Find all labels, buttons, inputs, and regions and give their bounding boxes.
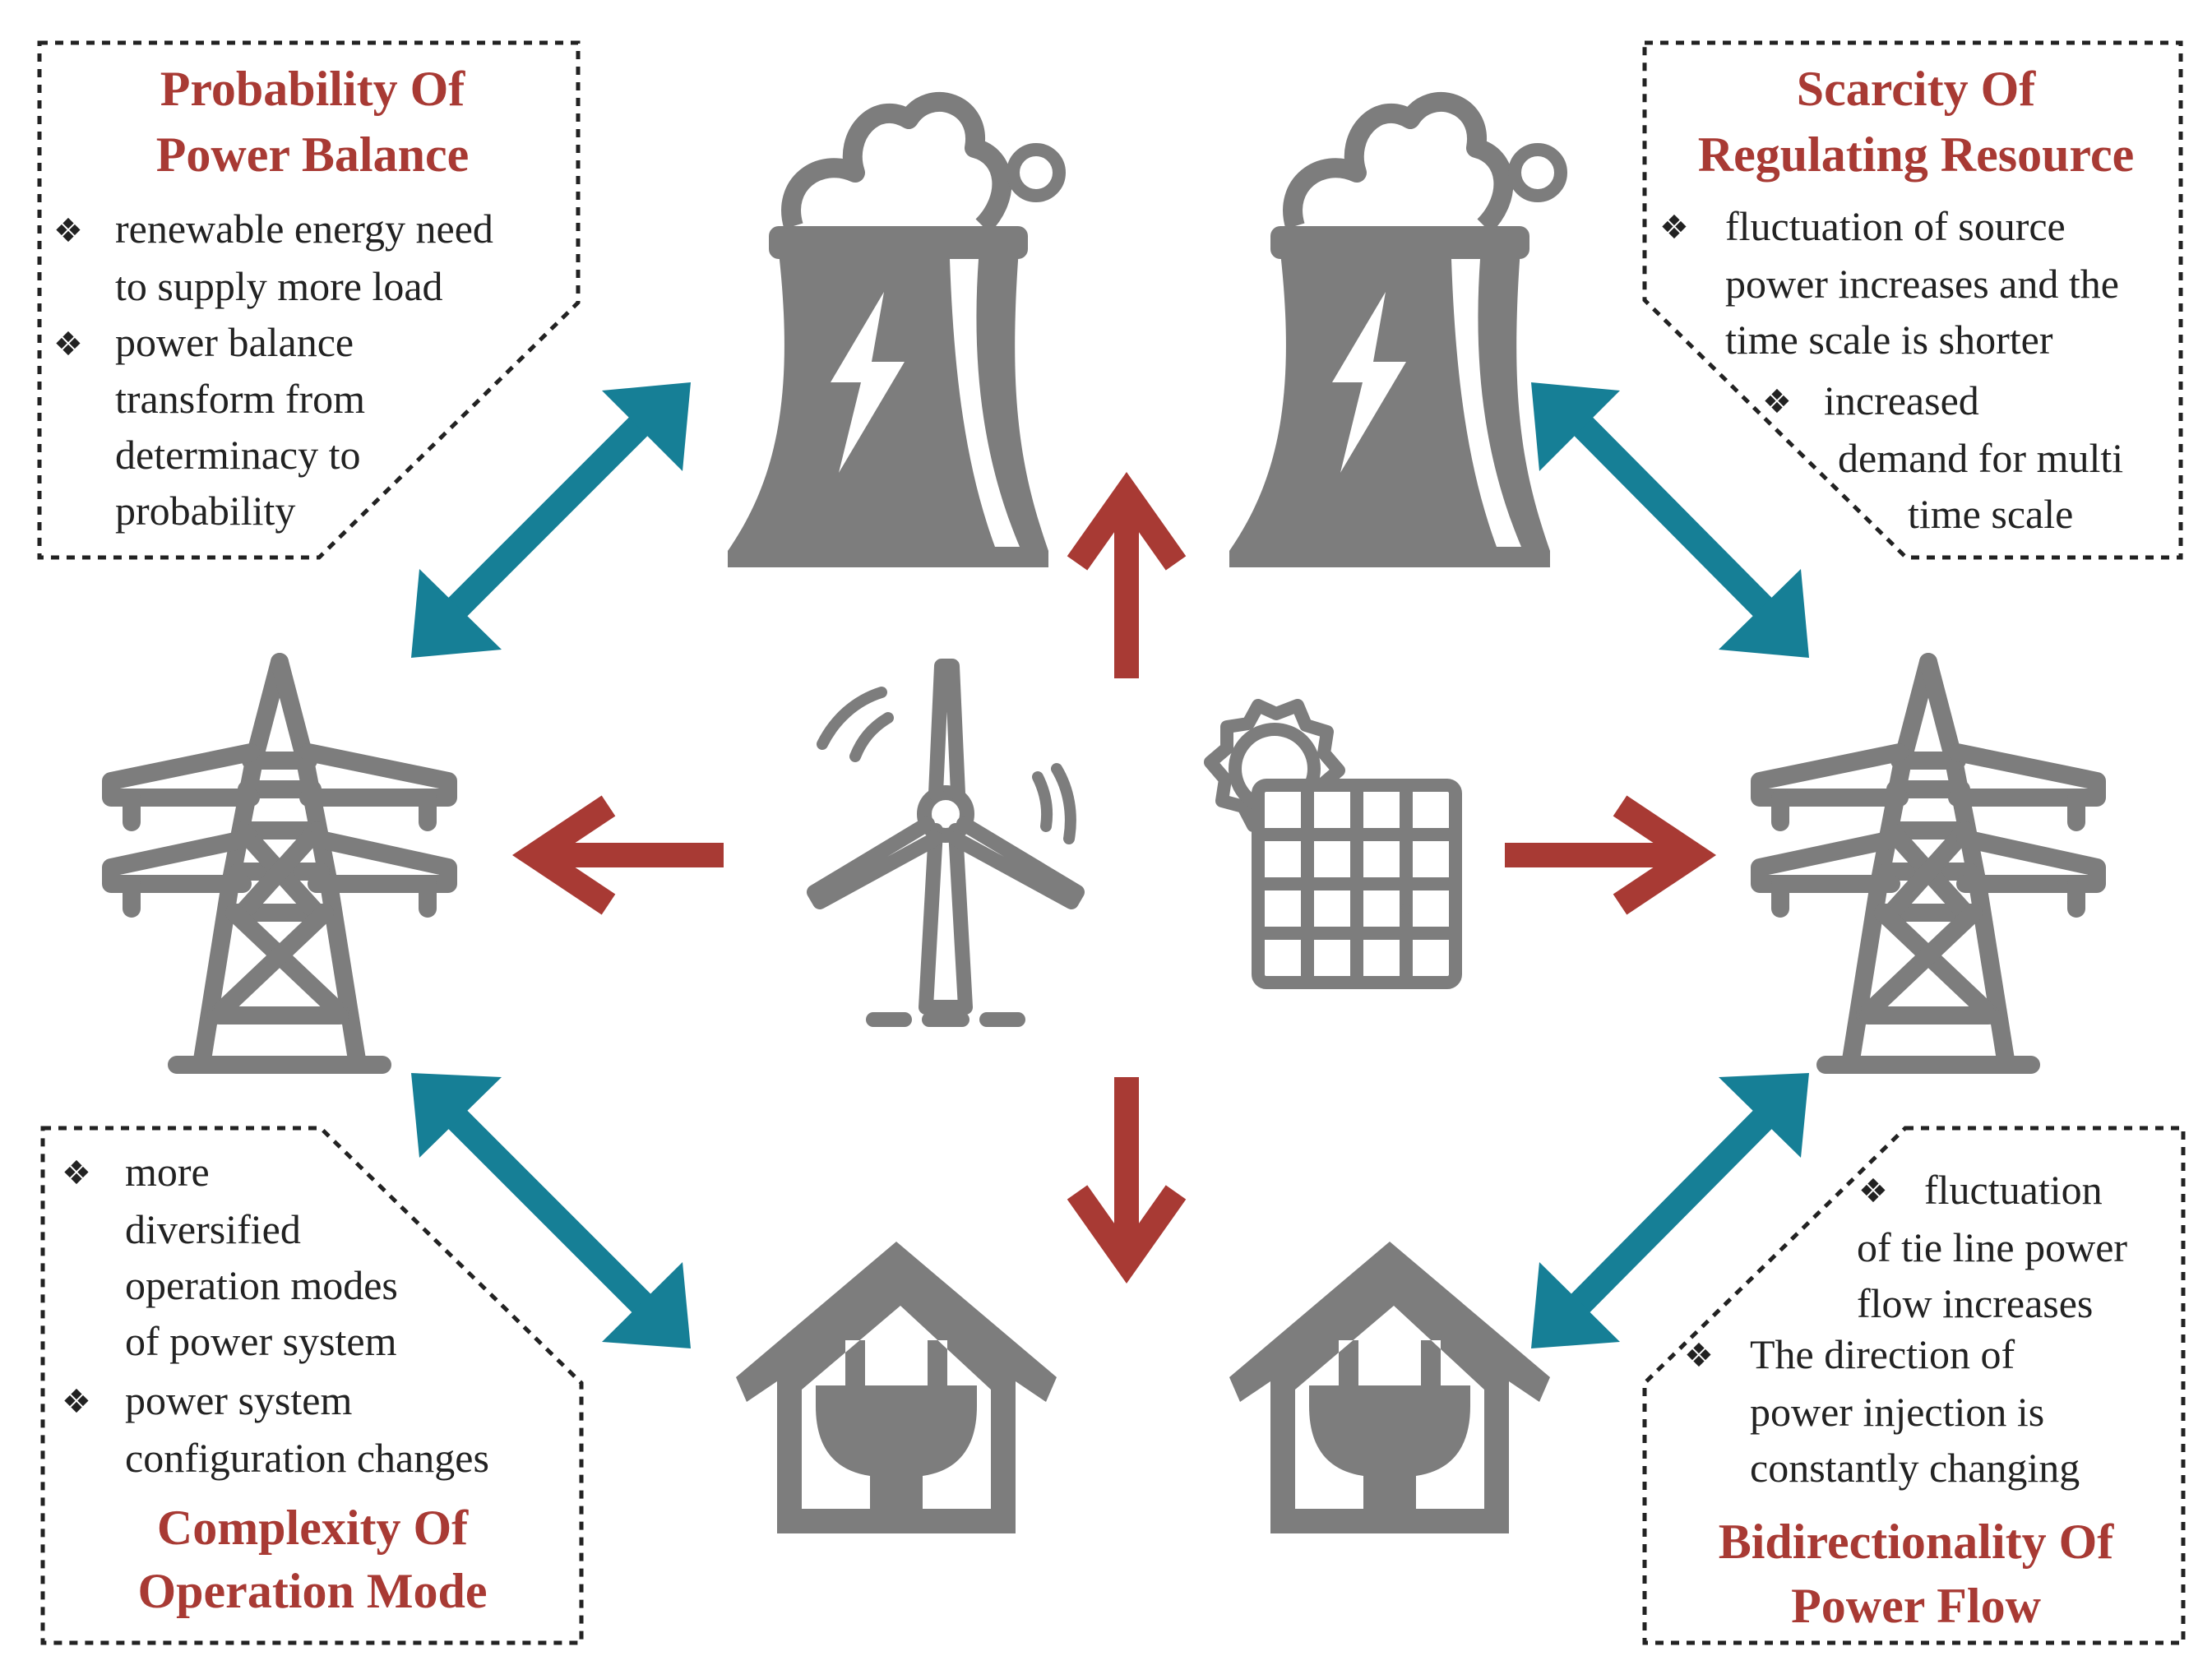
house-plug-icon xyxy=(736,1242,1057,1533)
transmission-tower-icon xyxy=(1760,662,2097,1065)
diamond-bullet-icon: ❖ xyxy=(53,326,83,363)
box-text-line: renewable energy need xyxy=(115,206,493,252)
double-arrow-icon xyxy=(442,405,659,622)
diamond-bullet-icon: ❖ xyxy=(1858,1173,1888,1210)
box-title-line: Bidirectionality Of xyxy=(1719,1515,2115,1569)
box-text-line: of tie line power xyxy=(1857,1224,2127,1270)
box-title-line: Regulating Resource xyxy=(1698,127,2135,182)
box-frame xyxy=(40,1126,584,1645)
box-text-line: determinacy to xyxy=(115,432,361,478)
arrow-left-icon xyxy=(511,795,724,915)
diamond-bullet-icon: ❖ xyxy=(62,1383,91,1421)
diamond-bullet-icon: ❖ xyxy=(53,212,83,250)
arrow-head xyxy=(602,1262,691,1348)
box-text-line: probability xyxy=(115,488,295,534)
house-plug-icon xyxy=(1229,1242,1550,1533)
red-arrows xyxy=(511,471,1717,1284)
arrow-right-icon xyxy=(1505,795,1717,915)
box-text-line: power injection is xyxy=(1750,1389,2044,1435)
box-title-line: Scarcity Of xyxy=(1797,62,2036,116)
box-text-line: of power system xyxy=(125,1318,397,1364)
double-arrow-icon xyxy=(1562,405,1778,622)
double-arrow-icon xyxy=(442,1104,659,1321)
arrow-up-icon xyxy=(1067,471,1187,678)
box-text-line: diversified xyxy=(125,1206,301,1252)
power-plant-icon xyxy=(728,102,1059,567)
box-title-line: Complexity Of xyxy=(157,1501,469,1555)
double-arrow-icon xyxy=(1562,1104,1778,1321)
box-text-line: The direction of xyxy=(1750,1331,2015,1377)
box-title-line: Probability Of xyxy=(160,62,466,116)
box-text-line: time scale xyxy=(1908,491,2073,537)
box-text-line: power balance xyxy=(115,319,354,365)
arrow-down-icon xyxy=(1067,1077,1187,1284)
box-text-line: time scale is shorter xyxy=(1725,317,2053,363)
box-text-line: power system xyxy=(125,1377,352,1423)
box-complexity-of-operation-mode: ❖ more diversified operation modes of po… xyxy=(40,1126,584,1645)
box-probability-of-power-balance: Probability Of Power Balance ❖ renewable… xyxy=(37,40,581,560)
transmission-tower-icon xyxy=(111,662,448,1065)
arrow-head xyxy=(411,1073,502,1158)
box-text-line: fluctuation xyxy=(1924,1167,2103,1213)
box-text-line: to supply more load xyxy=(115,263,443,309)
box-text-line: demand for multi xyxy=(1838,435,2123,481)
box-title-line: Power Flow xyxy=(1791,1579,2041,1633)
box-scarcity-of-regulating-resource: Scarcity Of Regulating Resource ❖ fluctu… xyxy=(1642,40,2183,560)
arrow-head xyxy=(602,382,691,471)
box-text-line: operation modes xyxy=(125,1262,398,1308)
diamond-bullet-icon: ❖ xyxy=(1684,1337,1714,1375)
arrow-head xyxy=(1719,1073,1809,1158)
diamond-bullet-icon: ❖ xyxy=(1762,383,1792,421)
solar-panel-icon xyxy=(1204,699,1462,989)
box-title-line: Power Balance xyxy=(156,127,469,182)
arrow-head xyxy=(411,569,502,658)
box-text-line: fluctuation of source xyxy=(1725,203,2066,249)
box-frame xyxy=(1642,40,2183,560)
arrow-head xyxy=(1719,569,1809,658)
arrow-head xyxy=(1531,382,1620,471)
box-text-line: increased xyxy=(1824,377,1979,423)
box-text-line: more xyxy=(125,1149,210,1195)
diamond-bullet-icon: ❖ xyxy=(1659,209,1689,247)
box-text-line: flow increases xyxy=(1857,1280,2093,1326)
box-text-line: power increases and the xyxy=(1725,261,2119,307)
box-text-line: transform from xyxy=(115,376,365,422)
wind-turbine-icon xyxy=(807,659,1085,1027)
teal-arrows xyxy=(411,382,1809,1348)
box-text-line: configuration changes xyxy=(125,1435,489,1481)
diamond-bullet-icon: ❖ xyxy=(62,1154,91,1192)
box-text-line: constantly changing xyxy=(1750,1445,2080,1491)
arrow-head xyxy=(1531,1262,1620,1348)
box-bidirectionality-of-power-flow: ❖ fluctuation of tie line power flow inc… xyxy=(1642,1126,2186,1645)
power-plant-icon xyxy=(1229,102,1561,567)
box-title-line: Operation Mode xyxy=(138,1564,488,1618)
